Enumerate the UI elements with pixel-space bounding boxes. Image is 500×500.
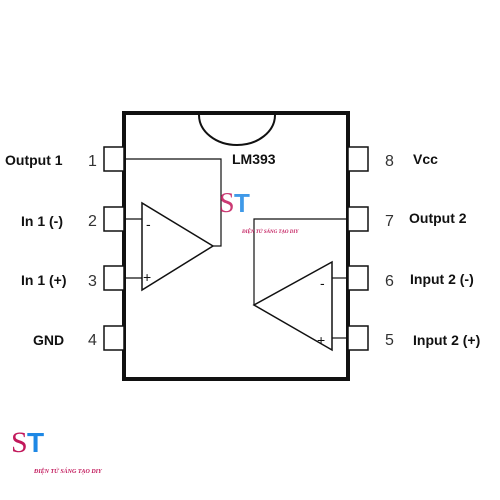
pin-4 xyxy=(103,325,125,351)
logo-letter-s-bottom: S xyxy=(11,426,28,459)
opamp-2-minus-sign: - xyxy=(320,275,325,291)
pin-8 xyxy=(347,146,369,172)
chip-name: LM393 xyxy=(232,151,276,167)
pin-8-label: Vcc xyxy=(413,151,438,167)
logo-caption: ĐIỆN TỬ SÁNG TẠO DIY xyxy=(241,229,299,235)
pin-8-number: 8 xyxy=(385,153,394,170)
pin-3-label: In 1 (+) xyxy=(21,272,67,288)
pin1-notch xyxy=(198,114,276,146)
logo-letter-t-bottom: T xyxy=(27,427,44,458)
opamp-2-triangle xyxy=(252,260,333,352)
opamp-2-output-wire xyxy=(253,218,348,305)
pin-7-number: 7 xyxy=(385,213,394,230)
pin-7 xyxy=(347,206,369,232)
pin-2-label: In 1 (-) xyxy=(21,213,63,229)
pin-1 xyxy=(103,146,125,172)
watermark-logo-bottom: S T ĐIỆN TỬ SÁNG TẠO DIY xyxy=(11,426,103,475)
logo-letter-t: T xyxy=(234,188,250,218)
pin-2-number: 2 xyxy=(88,213,97,230)
opamp-2-plus-sign: + xyxy=(317,332,325,348)
right-pins xyxy=(347,146,369,351)
opamp-1-output-wire xyxy=(124,158,222,247)
pin-5-label: Input 2 (+) xyxy=(413,332,480,348)
pin-3-number: 3 xyxy=(88,273,97,290)
pin-6-label: Input 2 (-) xyxy=(410,271,474,287)
watermark-logo-center: S T ĐIỆN TỬ SÁNG TẠO DIY xyxy=(219,188,299,235)
pin-5-number: 5 xyxy=(385,332,394,349)
pin-2 xyxy=(103,206,125,232)
pin-1-label: Output 1 xyxy=(5,152,63,168)
pin-4-number: 4 xyxy=(88,332,97,349)
pin-4-label: GND xyxy=(33,332,64,348)
opamp-1-triangle xyxy=(141,201,215,292)
pin-5 xyxy=(347,325,369,351)
pin-6-number: 6 xyxy=(385,273,394,290)
pin-1-number: 1 xyxy=(88,153,97,170)
left-pins xyxy=(103,146,125,351)
pin-7-label: Output 2 xyxy=(409,210,467,226)
opamp-1-minus-sign: - xyxy=(146,216,151,232)
logo-caption-bottom: ĐIỆN TỬ SÁNG TẠO DIY xyxy=(33,467,103,475)
logo-letter-s: S xyxy=(219,188,235,219)
pin-6 xyxy=(347,265,369,291)
opamp-2: - + xyxy=(252,218,348,352)
opamp-1: - + xyxy=(124,158,222,292)
pin-3 xyxy=(103,265,125,291)
opamp-1-plus-sign: + xyxy=(143,269,151,285)
